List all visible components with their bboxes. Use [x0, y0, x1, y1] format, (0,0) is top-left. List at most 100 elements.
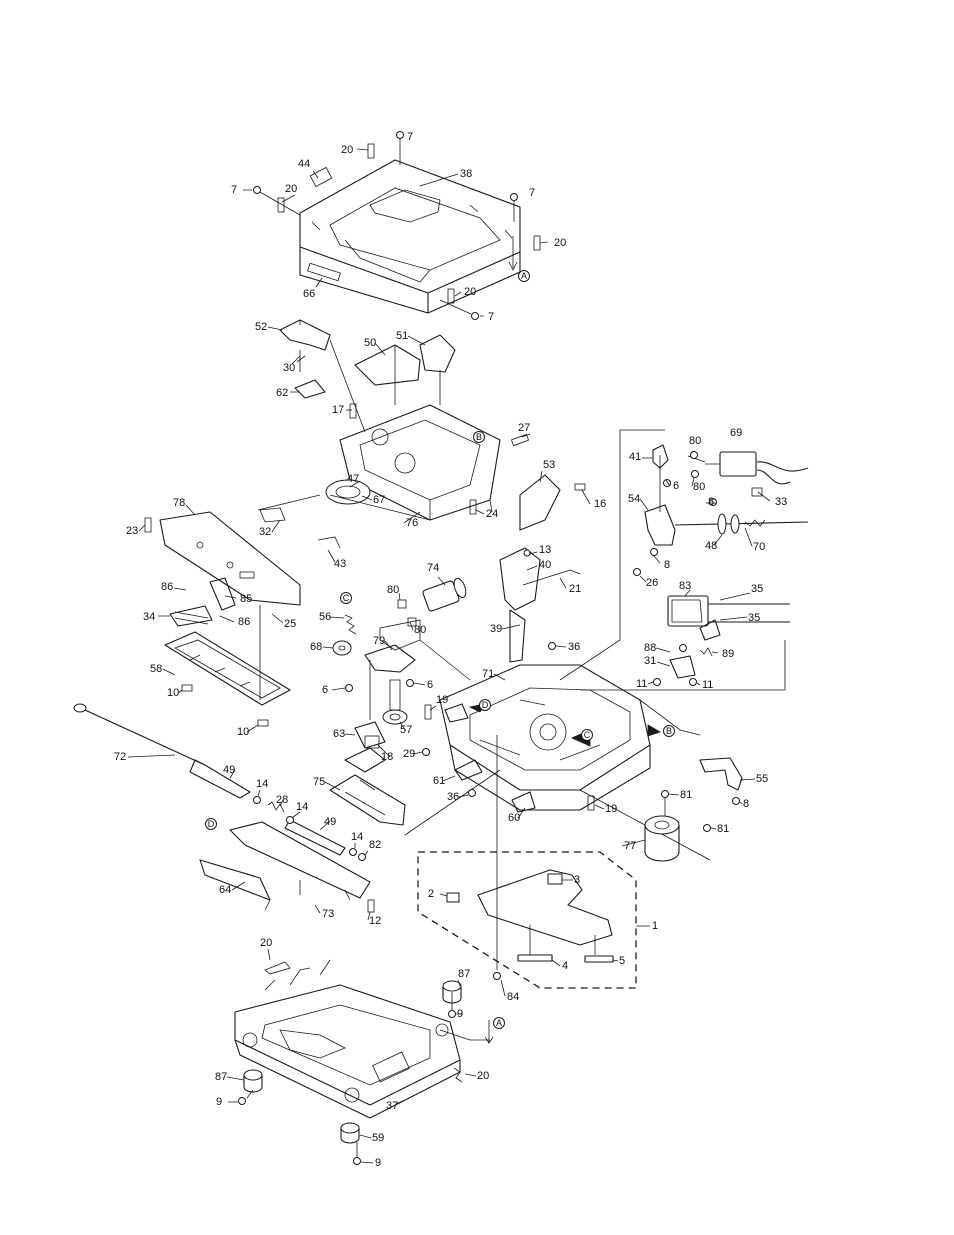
callout: 78	[173, 497, 185, 509]
callout: 85	[240, 593, 252, 605]
callout: 87	[215, 1071, 227, 1083]
callout: 20	[554, 237, 566, 249]
callout: 19	[605, 803, 617, 815]
callout: 10	[237, 726, 249, 738]
callout: 80	[414, 624, 426, 636]
callout: 59	[372, 1132, 384, 1144]
callout: 26	[646, 577, 658, 589]
callout: 10	[167, 687, 179, 699]
callout: 16	[594, 498, 606, 510]
ref-c-center: C	[584, 730, 591, 740]
callout: 20	[477, 1070, 489, 1082]
callout: 67	[373, 494, 385, 506]
callout: 35	[748, 612, 760, 624]
callout: 49	[324, 816, 336, 828]
callout: 33	[775, 496, 787, 508]
callout: 7	[529, 187, 535, 199]
callout: 75	[313, 776, 325, 788]
callout: 3	[574, 874, 580, 886]
callout: 73	[322, 908, 334, 920]
ref-c-left: C	[343, 593, 350, 603]
callout: 79	[373, 635, 385, 647]
callout: 64	[219, 884, 231, 896]
callout: 6	[673, 480, 679, 492]
callout: 8	[743, 798, 749, 810]
solenoid-69	[652, 444, 809, 497]
callout: 44	[298, 158, 310, 170]
callout: 81	[717, 823, 729, 835]
callout: 50	[364, 337, 376, 349]
lever-55-motor-77	[644, 757, 743, 862]
callout: 7	[231, 184, 237, 196]
callout: 86	[161, 581, 173, 593]
callout: 80	[387, 584, 399, 596]
plate-64-73	[199, 821, 375, 913]
callout: 72	[114, 751, 126, 763]
callout: 25	[284, 618, 296, 630]
callout: 36	[447, 791, 459, 803]
callout: 14	[296, 801, 308, 813]
top-chassis-38	[299, 159, 521, 314]
callout: 20	[260, 937, 272, 949]
callout: 57	[400, 724, 412, 736]
callout: 82	[369, 839, 381, 851]
upper-plate-76	[257, 319, 586, 549]
lever-54-shaft-70	[633, 455, 809, 576]
callout: 1	[652, 920, 658, 932]
callout: 6	[427, 679, 433, 691]
callout: 4	[562, 960, 568, 972]
callout-leader-lines	[127, 148, 771, 1164]
callout: 17	[332, 404, 344, 416]
callout: 11	[636, 678, 647, 690]
bottom-feet-and-screws	[238, 980, 494, 1165]
callout: 13	[539, 544, 551, 556]
callout: 19	[436, 694, 448, 706]
callout: 21	[569, 583, 581, 595]
slider-75	[329, 735, 501, 836]
bottom-chassis-37	[234, 959, 461, 1119]
holder-58	[164, 605, 291, 727]
callout: 12	[369, 915, 381, 927]
ref-a-top: A	[521, 271, 527, 281]
callout: 9	[216, 1096, 222, 1108]
callout: 86	[238, 616, 250, 628]
callout: 8	[708, 496, 714, 508]
callout: 70	[753, 541, 765, 553]
cable-34	[169, 605, 213, 627]
callout: 58	[150, 663, 162, 675]
callout: 20	[464, 286, 476, 298]
callout: 49	[223, 764, 235, 776]
callout: 8	[664, 559, 670, 571]
shaft-72	[73, 703, 366, 861]
callout: 74	[427, 562, 439, 574]
callout: 9	[375, 1157, 381, 1169]
callout: 88	[644, 642, 656, 654]
callout: 27	[518, 422, 530, 434]
callout: 69	[730, 427, 742, 439]
callout: 31	[644, 655, 656, 667]
callout: 53	[543, 459, 555, 471]
callout: 51	[396, 330, 408, 342]
callout: 41	[629, 451, 641, 463]
reference-markers: A B C D C B D A	[205, 270, 675, 1029]
callout: 32	[259, 526, 271, 538]
callout: 47	[347, 473, 359, 485]
callout: 66	[303, 288, 315, 300]
callout: 60	[508, 812, 520, 824]
callout: 36	[568, 641, 580, 653]
callout: 48	[705, 540, 717, 552]
callout: 77	[624, 840, 636, 852]
callout: 24	[486, 508, 498, 520]
ref-a-bottom: A	[496, 1018, 502, 1028]
callout: 68	[310, 641, 322, 653]
callout: 11	[702, 679, 713, 691]
ref-d-left: D	[208, 819, 215, 829]
gears-56-68-57	[332, 614, 471, 749]
ref-b-upper: B	[476, 432, 482, 442]
callout: 55	[756, 773, 768, 785]
callout: 20	[285, 183, 297, 195]
callout: 23	[126, 525, 138, 537]
ref-b-right: B	[666, 726, 672, 736]
callout: 84	[507, 991, 519, 1003]
